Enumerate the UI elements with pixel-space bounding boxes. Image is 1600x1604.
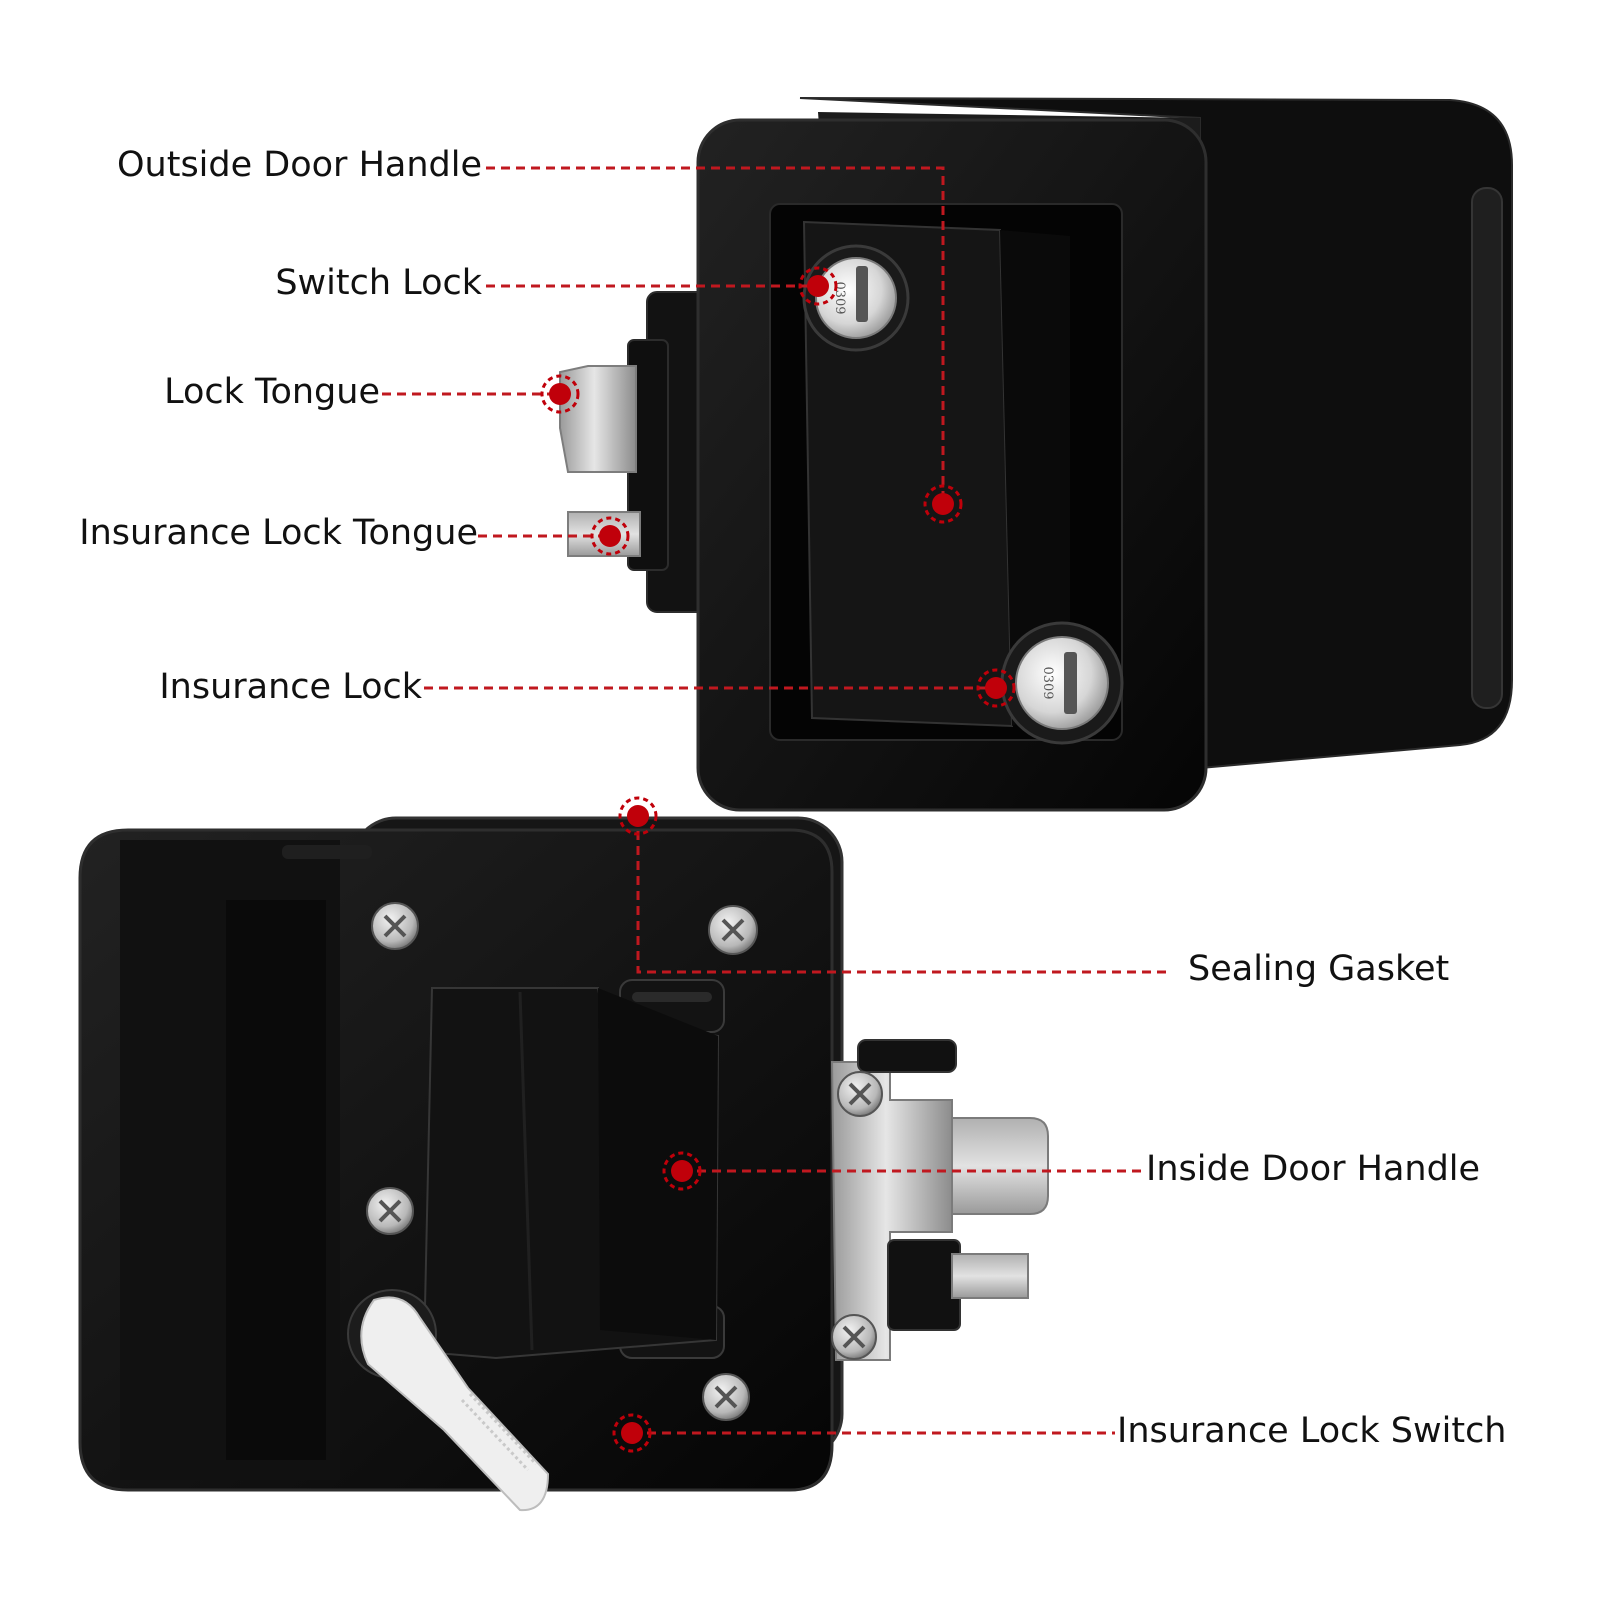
label-lock-tongue: Lock Tongue — [164, 372, 380, 412]
marker-dot-icon — [618, 796, 658, 836]
switch-lock-cylinder-icon: 0309 — [802, 244, 910, 352]
marker-dot-icon — [662, 1151, 702, 1191]
label-switch-lock: Switch Lock — [275, 263, 482, 303]
marker-dot-icon — [923, 484, 963, 524]
outside-housing-grip — [1471, 187, 1503, 709]
inside-lock-assembly — [78, 816, 1049, 1512]
outside-housing-back — [799, 97, 1513, 770]
label-insurance-lock: Insurance Lock — [159, 667, 422, 707]
screw-icon — [366, 1187, 414, 1235]
screw-icon — [837, 1071, 883, 1117]
marker-dot-icon — [798, 266, 838, 306]
leader-sealing-gasket — [636, 816, 1172, 974]
switch-lock-code: 0309 — [832, 281, 847, 314]
label-inside-door-handle: Inside Door Handle — [1146, 1149, 1481, 1189]
inside-insurance-tongue — [951, 1253, 1029, 1299]
leader-lines — [382, 166, 1172, 1435]
outside-lock-assembly: 0309 0309 — [559, 97, 1513, 812]
insurance-lock-switch-lever — [347, 1289, 550, 1512]
screw-icon — [831, 1314, 877, 1360]
marker-dot-icon — [540, 374, 580, 414]
marker-dot-icon — [590, 516, 630, 556]
label-insurance-lock-switch: Insurance Lock Switch — [1117, 1411, 1507, 1451]
leader-outside-door-handle — [486, 166, 945, 504]
screw-icon — [702, 1373, 750, 1421]
inside-lock-tongue — [951, 1117, 1049, 1215]
lock-tongue-metal — [559, 365, 637, 473]
screw-icon — [371, 902, 419, 950]
markers — [540, 266, 1016, 1453]
marker-dot-icon — [976, 668, 1016, 708]
label-outside-door-handle: Outside Door Handle — [116, 145, 482, 185]
insurance-lock-code: 0309 — [1040, 666, 1055, 699]
marker-dot-icon — [612, 1413, 652, 1453]
label-sealing-gasket: Sealing Gasket — [1188, 949, 1450, 989]
insurance-lock-cylinder-icon: 0309 — [1000, 621, 1124, 745]
screw-icon — [708, 905, 758, 955]
label-insurance-lock-tongue: Insurance Lock Tongue — [79, 513, 478, 553]
